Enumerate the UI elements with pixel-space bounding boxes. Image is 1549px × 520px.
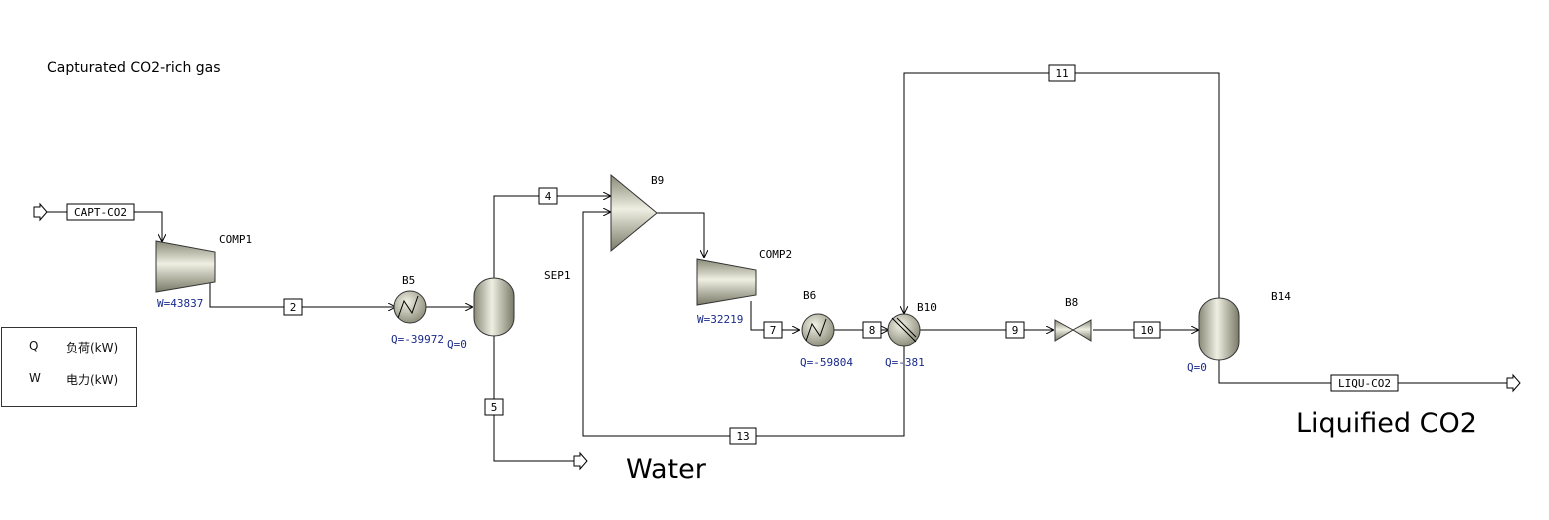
svg-text:Q=-381: Q=-381 xyxy=(885,356,925,369)
b6-block[interactable]: B6 Q=-59804 xyxy=(800,289,853,369)
svg-text:Q=-59804: Q=-59804 xyxy=(800,356,853,369)
heat-exchanger-icon xyxy=(393,290,427,324)
svg-text:10: 10 xyxy=(1140,324,1153,337)
valve-icon xyxy=(1054,319,1092,342)
svg-text:W=43837: W=43837 xyxy=(157,297,203,310)
svg-text:COMP1: COMP1 xyxy=(219,233,252,246)
mixer-icon xyxy=(610,173,658,253)
legend-desc: 电力(kW) xyxy=(66,373,119,387)
b8-block[interactable]: B8 xyxy=(1054,296,1092,342)
legend-row-w: W 电力(kW) xyxy=(2,371,138,391)
b10-block[interactable]: B10 Q=-381 xyxy=(885,301,937,369)
legend-desc: 负荷(kW) xyxy=(66,341,119,355)
svg-text:13: 13 xyxy=(736,430,749,443)
stream-label-8[interactable]: 8 xyxy=(862,321,882,339)
svg-text:Q=0: Q=0 xyxy=(1187,361,1207,374)
svg-text:8: 8 xyxy=(869,324,876,337)
stream-labels: CAPT-CO2 2 4 5 7 8 9 10 xyxy=(66,64,1399,445)
svg-text:B5: B5 xyxy=(402,274,415,287)
header-note: Capturated CO2-rich gas xyxy=(47,60,221,76)
b14-block[interactable]: B14 Q=0 xyxy=(1187,290,1291,374)
legend-key: W xyxy=(29,371,41,385)
stream-label-11[interactable]: 11 xyxy=(1048,64,1076,82)
svg-text:B10: B10 xyxy=(917,301,937,314)
svg-text:B8: B8 xyxy=(1065,296,1078,309)
sep1-block[interactable]: SEP1 Q=0 xyxy=(447,269,571,351)
liquified-co2-label: Liquified CO2 xyxy=(1296,408,1477,439)
stream-label-5[interactable]: 5 xyxy=(484,398,504,416)
heat-exchanger-icon xyxy=(801,313,835,347)
svg-text:5: 5 xyxy=(491,401,498,414)
stream-lines xyxy=(45,72,1510,462)
stream-label-13[interactable]: 13 xyxy=(729,427,757,445)
flash-drum-icon xyxy=(473,277,515,337)
water-arrow-icon xyxy=(573,451,588,471)
svg-text:7: 7 xyxy=(770,324,777,337)
svg-text:2: 2 xyxy=(290,301,297,314)
svg-text:B6: B6 xyxy=(803,289,816,302)
svg-text:SEP1: SEP1 xyxy=(544,269,571,282)
stream-5-line[interactable] xyxy=(493,336,581,462)
b5-block[interactable]: B5 Q=-39972 xyxy=(391,274,444,346)
stream-label-9[interactable]: 9 xyxy=(1005,321,1025,339)
svg-text:4: 4 xyxy=(545,190,552,203)
svg-text:Q=0: Q=0 xyxy=(447,338,467,351)
stream-4-line[interactable] xyxy=(493,196,610,279)
product-arrow-icon xyxy=(1506,373,1521,393)
svg-text:COMP2: COMP2 xyxy=(759,248,792,261)
stream-7-line[interactable] xyxy=(750,301,799,330)
stream-label-4[interactable]: 4 xyxy=(538,187,558,205)
feed-arrow-icon xyxy=(33,202,48,222)
legend-row-q: Q 负荷(kW) xyxy=(2,339,138,359)
compressor-icon xyxy=(696,258,757,306)
stream-13-line[interactable] xyxy=(582,212,905,437)
stream-label-product[interactable]: LIQU-CO2 xyxy=(1330,374,1399,392)
stream-label-10[interactable]: 10 xyxy=(1133,321,1161,339)
stream-11-line[interactable] xyxy=(904,72,1220,313)
stream-label-7[interactable]: 7 xyxy=(763,321,783,339)
stream-2-line[interactable] xyxy=(209,282,395,307)
b9-block[interactable]: B9 xyxy=(610,173,664,253)
legend-box: Q 负荷(kW) W 电力(kW) xyxy=(1,327,137,407)
flash-drum-icon xyxy=(1198,297,1240,361)
svg-text:B9: B9 xyxy=(651,174,664,187)
svg-text:9: 9 xyxy=(1012,324,1019,337)
legend-key: Q xyxy=(29,339,39,353)
compressor-icon xyxy=(155,240,216,293)
stream-b9-comp2-line[interactable] xyxy=(656,212,704,257)
svg-text:CAPT-CO2: CAPT-CO2 xyxy=(74,206,127,219)
comp1-block[interactable]: COMP1 W=43837 xyxy=(155,233,252,310)
svg-text:LIQU-CO2: LIQU-CO2 xyxy=(1338,377,1391,390)
water-output-label: Water xyxy=(626,454,707,485)
comp2-block[interactable]: COMP2 W=32219 xyxy=(696,248,792,326)
stream-label-feed[interactable]: CAPT-CO2 xyxy=(66,203,135,221)
stream-product-line[interactable] xyxy=(1218,360,1510,384)
svg-text:Q=-39972: Q=-39972 xyxy=(391,333,444,346)
stream-label-2[interactable]: 2 xyxy=(283,298,303,316)
terminal-arrows xyxy=(33,202,1521,471)
svg-text:W=32219: W=32219 xyxy=(697,313,743,326)
svg-text:B14: B14 xyxy=(1271,290,1291,303)
svg-text:11: 11 xyxy=(1055,67,1068,80)
